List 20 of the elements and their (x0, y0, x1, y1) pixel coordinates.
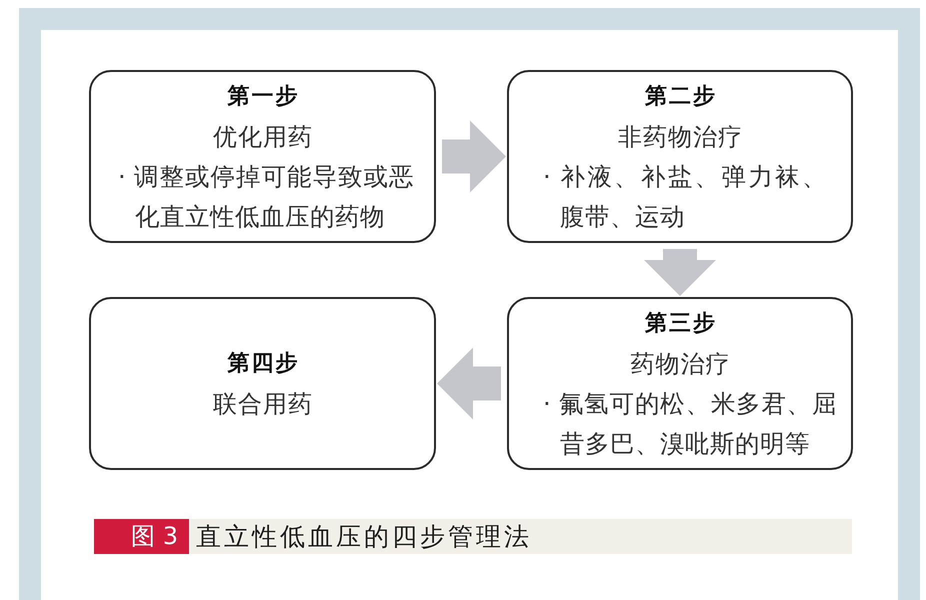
figure-caption: 直立性低血压的四步管理法 (196, 521, 532, 553)
step-box (507, 70, 853, 243)
step-title: 第三步 (644, 310, 717, 338)
step-description: · 补液、补盐、弹力袜、腹带、运动 (543, 160, 827, 232)
step-subtitle: 优化用药 (212, 122, 313, 152)
figure-number-label: 图 3 (94, 519, 189, 554)
step-box (89, 297, 436, 470)
step-title: 第四步 (226, 350, 300, 378)
step-box (89, 70, 436, 243)
step-title: 第二步 (644, 82, 717, 110)
block-arrow (442, 120, 506, 192)
step-description: · 氟氢可的松、米多君、屈昔多巴、溴吡斯的明等 (543, 388, 837, 460)
block-arrow (437, 348, 501, 420)
block-arrow (644, 249, 716, 296)
step-title: 第一步 (226, 82, 300, 110)
step-subtitle: 非药物治疗 (617, 122, 743, 152)
step-description: · 调整或停掉可能导致或恶化直立性低血压的药物 (118, 160, 414, 232)
step-subtitle: 药物治疗 (630, 348, 730, 380)
step-subtitle: 联合用药 (212, 388, 313, 420)
step-box (507, 297, 853, 470)
